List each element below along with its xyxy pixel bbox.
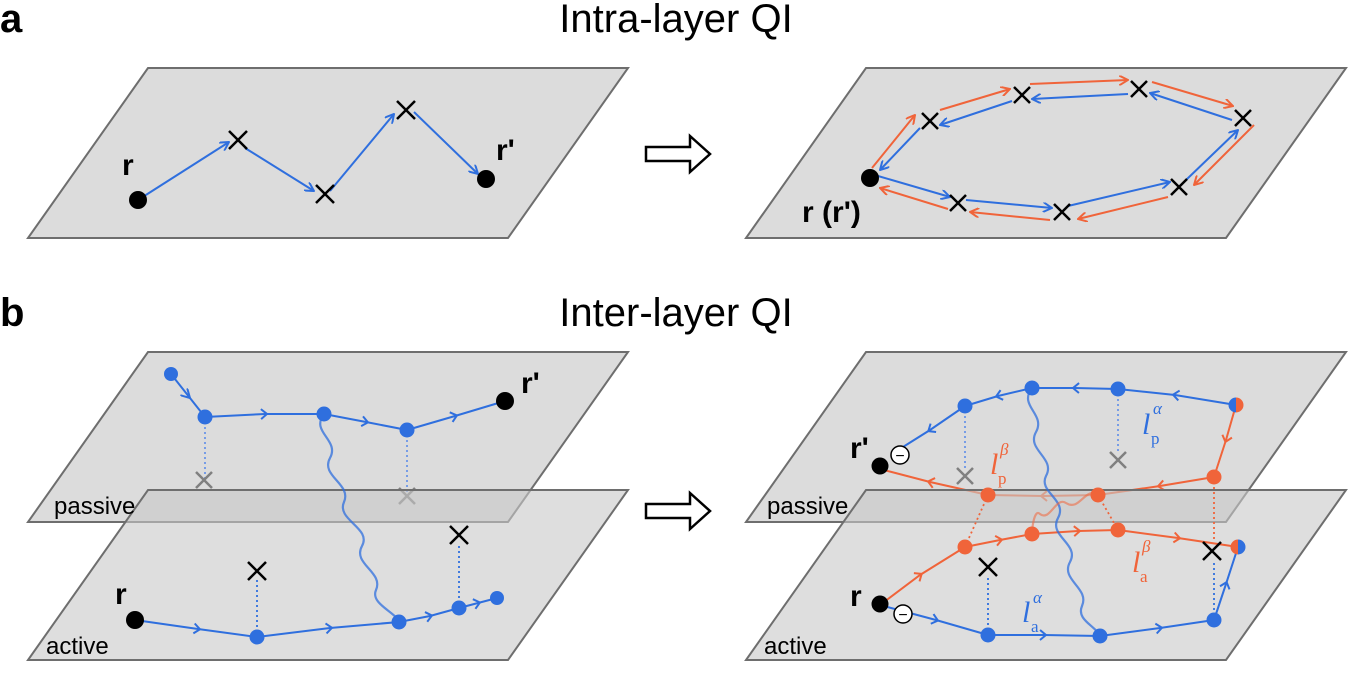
svg-text:a: a — [1031, 617, 1039, 636]
label-l-a-alpha: l a α — [1022, 588, 1043, 636]
svg-text:−: − — [898, 607, 907, 624]
wavy-interaction-left — [319, 413, 401, 623]
end-point-r-prime-b-right — [871, 457, 889, 475]
electron-icon-top: − — [890, 445, 910, 465]
label-r: r — [122, 149, 134, 182]
label-passive-right: passive — [767, 493, 848, 520]
scatterers-a-left — [228, 100, 416, 204]
loop-orange-a — [871, 80, 1255, 220]
label-r-b-right: r — [850, 580, 862, 613]
loop-blue-a — [877, 93, 1238, 208]
blue-passive-path — [894, 382, 1237, 453]
label-l-p-beta: l p β — [990, 440, 1009, 488]
start-point-r — [129, 191, 147, 209]
split-dot-bottom — [1230, 539, 1246, 555]
black-crosses-left — [247, 525, 469, 581]
end-point-r-prime — [477, 170, 495, 188]
svg-text:l: l — [1022, 596, 1030, 629]
dotted-links-right-top — [964, 389, 1119, 468]
dots-right-orange — [957, 469, 1222, 555]
svg-text:l: l — [990, 448, 998, 481]
svg-text:β: β — [999, 440, 1009, 459]
split-dot-top — [1228, 397, 1244, 413]
dotted-links-left-bottom — [256, 543, 460, 637]
label-r-coincide: r (r') — [802, 196, 861, 229]
panel-a-letter: a — [0, 0, 23, 41]
dots-left — [164, 367, 504, 645]
svg-text:p: p — [1151, 429, 1160, 448]
svg-text:−: − — [895, 448, 904, 465]
svg-text:l: l — [1132, 546, 1140, 579]
implies-arrow-a — [644, 133, 712, 175]
svg-text:l: l — [1142, 408, 1150, 441]
dotted-links-left-top — [204, 417, 408, 496]
implies-arrow-b — [644, 490, 712, 532]
plane-b-left-active — [26, 489, 630, 661]
label-r-prime-b: r' — [521, 367, 540, 400]
label-r-prime-b-right: r' — [850, 432, 869, 465]
plane-a-left — [26, 67, 630, 239]
point-r-r-prime — [861, 169, 879, 187]
wavy-interaction-blue — [1026, 387, 1102, 637]
panel-a-title: Intra-layer QI — [559, 0, 792, 41]
electron-icon-bottom: − — [893, 604, 913, 624]
svg-text:α: α — [1153, 399, 1163, 418]
svg-text:α: α — [1033, 588, 1043, 607]
wavy-interaction-orange — [1030, 492, 1099, 535]
end-point-r-prime-b — [496, 392, 514, 410]
panel-b-letter: b — [0, 291, 24, 335]
label-l-p-alpha: l p α — [1142, 399, 1163, 448]
panel-b-title: Inter-layer QI — [559, 291, 792, 335]
label-l-a-beta: l a β — [1132, 537, 1151, 586]
path-a-left — [137, 111, 478, 201]
svg-text:p: p — [998, 469, 1007, 488]
start-point-r-b — [126, 611, 144, 629]
dotted-links-right-bottom — [987, 560, 1215, 635]
label-passive-left: passive — [54, 493, 135, 520]
svg-text:β: β — [1141, 537, 1151, 556]
plane-a-right — [744, 67, 1348, 239]
gray-crosses-right — [956, 451, 1127, 485]
dots-right-blue — [957, 380, 1222, 644]
start-point-r-b-right — [871, 595, 889, 613]
scatterers-a-right — [921, 80, 1252, 221]
black-crosses-right — [978, 541, 1222, 577]
label-r-b: r — [115, 578, 127, 611]
label-active-left: active — [46, 633, 109, 660]
svg-text:a: a — [1140, 567, 1148, 586]
label-active-right: active — [764, 633, 827, 660]
label-r-prime: r' — [496, 134, 515, 167]
